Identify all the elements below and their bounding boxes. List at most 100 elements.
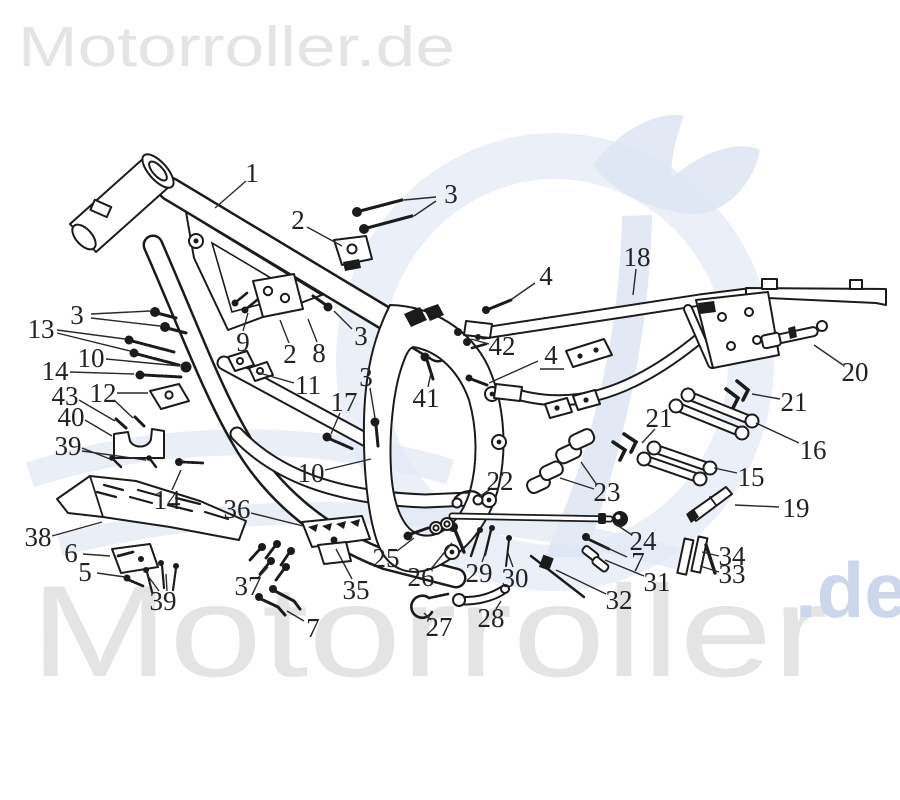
- leader-line-41: [427, 372, 432, 388]
- leader-line-42: [470, 338, 490, 345]
- leader-line-39: [165, 573, 168, 592]
- part-label-16: 16: [800, 435, 827, 465]
- part-label-5: 5: [78, 557, 92, 587]
- part-label-21: 21: [781, 387, 808, 417]
- steering-head-tube: [69, 153, 175, 253]
- leader-line-38: [51, 521, 103, 537]
- part-label-3: 3: [70, 300, 84, 330]
- part-4-bolts: [465, 298, 513, 387]
- leader-line-9: [242, 312, 249, 332]
- part-12-bracket: [114, 383, 190, 430]
- part-label-40: 40: [58, 402, 85, 432]
- part-5-6-mount: [111, 543, 159, 588]
- leader-line-3: [413, 200, 437, 217]
- leader-line-8: [307, 318, 318, 343]
- part-label-11: 11: [295, 370, 321, 400]
- part-label-10: 10: [298, 458, 325, 488]
- part-28-lever: [452, 584, 511, 607]
- part-37-bolt-cluster: [248, 540, 295, 582]
- part-label-42: 42: [489, 331, 516, 361]
- part-19-pin: [686, 486, 733, 523]
- part-label-13: 13: [28, 314, 55, 344]
- part-3-bolts-top: [352, 198, 414, 234]
- leader-line-33: [699, 565, 720, 573]
- part-label-35: 35: [343, 575, 370, 605]
- engine-cradle-loop: [362, 304, 507, 573]
- leader-line-29: [481, 550, 487, 563]
- part-39-pins-bottom: [143, 560, 179, 594]
- leader-line-5: [96, 572, 126, 578]
- leader-line-4: [488, 360, 539, 384]
- leader-line-15: [713, 467, 738, 474]
- leader-line-24: [613, 522, 633, 536]
- part-label-2: 2: [283, 339, 297, 369]
- part-35-36-footpeg: [301, 515, 371, 565]
- part-label-7: 7: [631, 547, 645, 577]
- part-label-10: 10: [78, 343, 105, 373]
- part-3-rivets-left: [150, 307, 188, 335]
- part-22-clamp: [451, 490, 484, 509]
- leader-line-28: [495, 600, 502, 610]
- part-label-39: 39: [55, 431, 82, 461]
- part-21-bent-pins: [611, 379, 751, 462]
- leader-line-35: [335, 548, 353, 580]
- part-40-clamp: [109, 428, 165, 469]
- watermark-top: Motorroller.de: [18, 15, 455, 79]
- part-label-18: 18: [624, 242, 651, 272]
- part-label-1: 1: [245, 158, 259, 188]
- part-label-38: 38: [25, 522, 52, 552]
- part-label-28: 28: [478, 603, 505, 633]
- part-label-25: 25: [373, 543, 400, 573]
- part-label-39: 39: [150, 586, 177, 616]
- part-label-14: 14: [154, 485, 182, 515]
- part-label-29: 29: [466, 558, 493, 588]
- leader-line-18: [632, 268, 637, 296]
- part-label-36: 36: [224, 494, 251, 524]
- part-label-43: 43: [52, 381, 79, 411]
- part-label-20: 20: [842, 357, 869, 387]
- leader-line-27: [423, 612, 432, 621]
- leader-line-3: [90, 310, 151, 315]
- part-13-screws: [124, 335, 181, 367]
- part-label-4: 4: [539, 261, 553, 291]
- leader-line-10: [324, 458, 372, 471]
- leader-line-2: [306, 226, 343, 247]
- part-label-34: 34: [719, 541, 747, 571]
- leader-line-25: [396, 537, 415, 552]
- part-label-27: 27: [426, 612, 453, 642]
- leader-line-30: [507, 552, 514, 568]
- leader-line-26: [430, 542, 453, 570]
- leader-line-39: [147, 575, 160, 592]
- leader-line-37: [257, 566, 269, 579]
- part-label-7: 7: [306, 613, 320, 643]
- leader-line-17: [330, 412, 341, 435]
- leader-line-16: [755, 422, 800, 444]
- part-label-32: 32: [606, 585, 633, 615]
- part-label-21: 21: [646, 403, 673, 433]
- watermark-layer: Motorroller.de Motorroller .de: [18, 15, 900, 704]
- leader-line-40: [84, 419, 113, 437]
- leader-line-19: [734, 504, 780, 508]
- frame-artwork: [56, 153, 887, 619]
- mid-rail-tube: [216, 355, 391, 457]
- part-label-8: 8: [312, 338, 326, 368]
- leader-line-21: [641, 428, 656, 444]
- part-label-19: 19: [783, 493, 810, 523]
- part-23-bushings: [526, 428, 596, 495]
- part-label-6: 6: [64, 538, 78, 568]
- part-label-37: 37: [235, 571, 262, 601]
- part-17-screw: [322, 432, 355, 451]
- leader-line-10: [105, 358, 181, 367]
- leader-line-36: [250, 512, 304, 527]
- leader-line-6: [82, 553, 111, 557]
- part-11-brackets: [227, 350, 274, 382]
- part-label-3: 3: [359, 362, 373, 392]
- rear-mounting-plate: [695, 291, 780, 369]
- part-label-31: 31: [644, 567, 671, 597]
- leader-line-23: [580, 461, 598, 486]
- part-label-24: 24: [630, 526, 658, 556]
- part-label-9: 9: [236, 327, 250, 357]
